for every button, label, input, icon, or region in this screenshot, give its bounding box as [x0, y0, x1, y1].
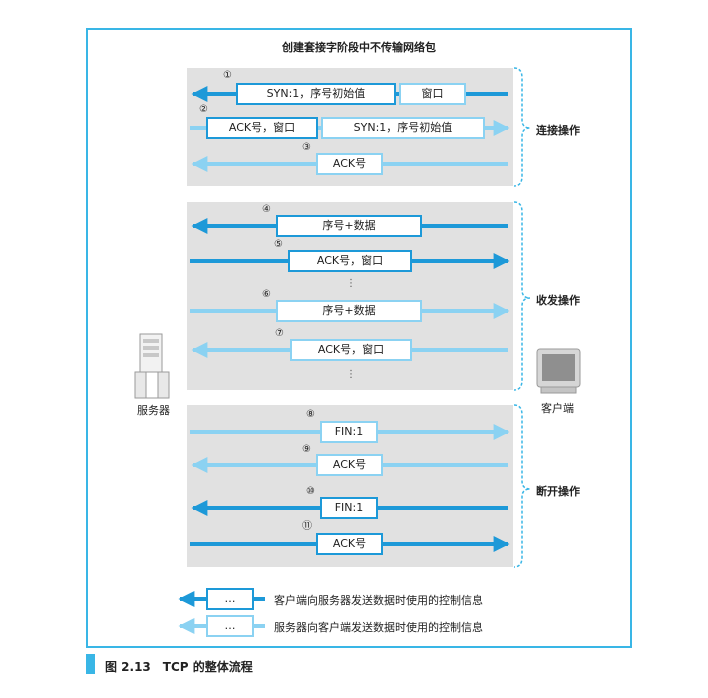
- message-box: ACK号，窗口: [288, 250, 412, 272]
- figure-caption: 图 2.13 TCP 的整体流程: [105, 660, 253, 674]
- brace-connect: [513, 67, 531, 187]
- brace-transfer: [513, 201, 531, 391]
- message-box: 窗口: [399, 83, 466, 105]
- ellipsis: ⋮: [346, 369, 356, 380]
- step-number: ⑩: [306, 486, 315, 497]
- message-box: ACK号，窗口: [290, 339, 412, 361]
- legend-text: 客户端向服务器发送数据时使用的控制信息: [274, 594, 483, 607]
- step-number: ⑥: [262, 289, 271, 300]
- figure-frame: [86, 28, 632, 648]
- message-box: 序号+数据: [276, 300, 422, 322]
- phase-label-connect: 连接操作: [536, 124, 580, 137]
- message-box: ACK号: [316, 153, 383, 175]
- step-number: ②: [199, 104, 208, 115]
- step-number: ⑤: [274, 239, 283, 250]
- message-box: FIN:1: [320, 421, 378, 443]
- brace-disconnect: [513, 404, 531, 568]
- client-label: 客户端: [541, 402, 574, 415]
- legend-text: 服务器向客户端发送数据时使用的控制信息: [274, 621, 483, 634]
- legend-box-dark: …: [206, 588, 254, 610]
- client-monitor-icon: [536, 348, 581, 394]
- step-number: ⑦: [275, 328, 284, 339]
- message-box: FIN:1: [320, 497, 378, 519]
- server-icon: [134, 333, 170, 399]
- figure-title: 创建套接字阶段中不传输网络包: [282, 41, 436, 54]
- message-box: 序号+数据: [276, 215, 422, 237]
- message-box: ACK号: [316, 454, 383, 476]
- message-box: SYN:1，序号初始值: [236, 83, 396, 105]
- ellipsis: ⋮: [346, 278, 356, 289]
- caption-bar: [86, 654, 95, 674]
- message-box: ACK号: [316, 533, 383, 555]
- step-number: ⑪: [302, 521, 312, 532]
- server-label: 服务器: [137, 404, 170, 417]
- step-number: ⑧: [306, 409, 315, 420]
- phase-label-disconnect: 断开操作: [536, 485, 580, 498]
- step-number: ①: [223, 70, 232, 81]
- phase-label-transfer: 收发操作: [536, 294, 580, 307]
- step-number: ④: [262, 204, 271, 215]
- step-number: ⑨: [302, 444, 311, 455]
- legend-box-light: …: [206, 615, 254, 637]
- step-number: ③: [302, 142, 311, 153]
- message-box: ACK号，窗口: [206, 117, 318, 139]
- message-box: SYN:1，序号初始值: [321, 117, 485, 139]
